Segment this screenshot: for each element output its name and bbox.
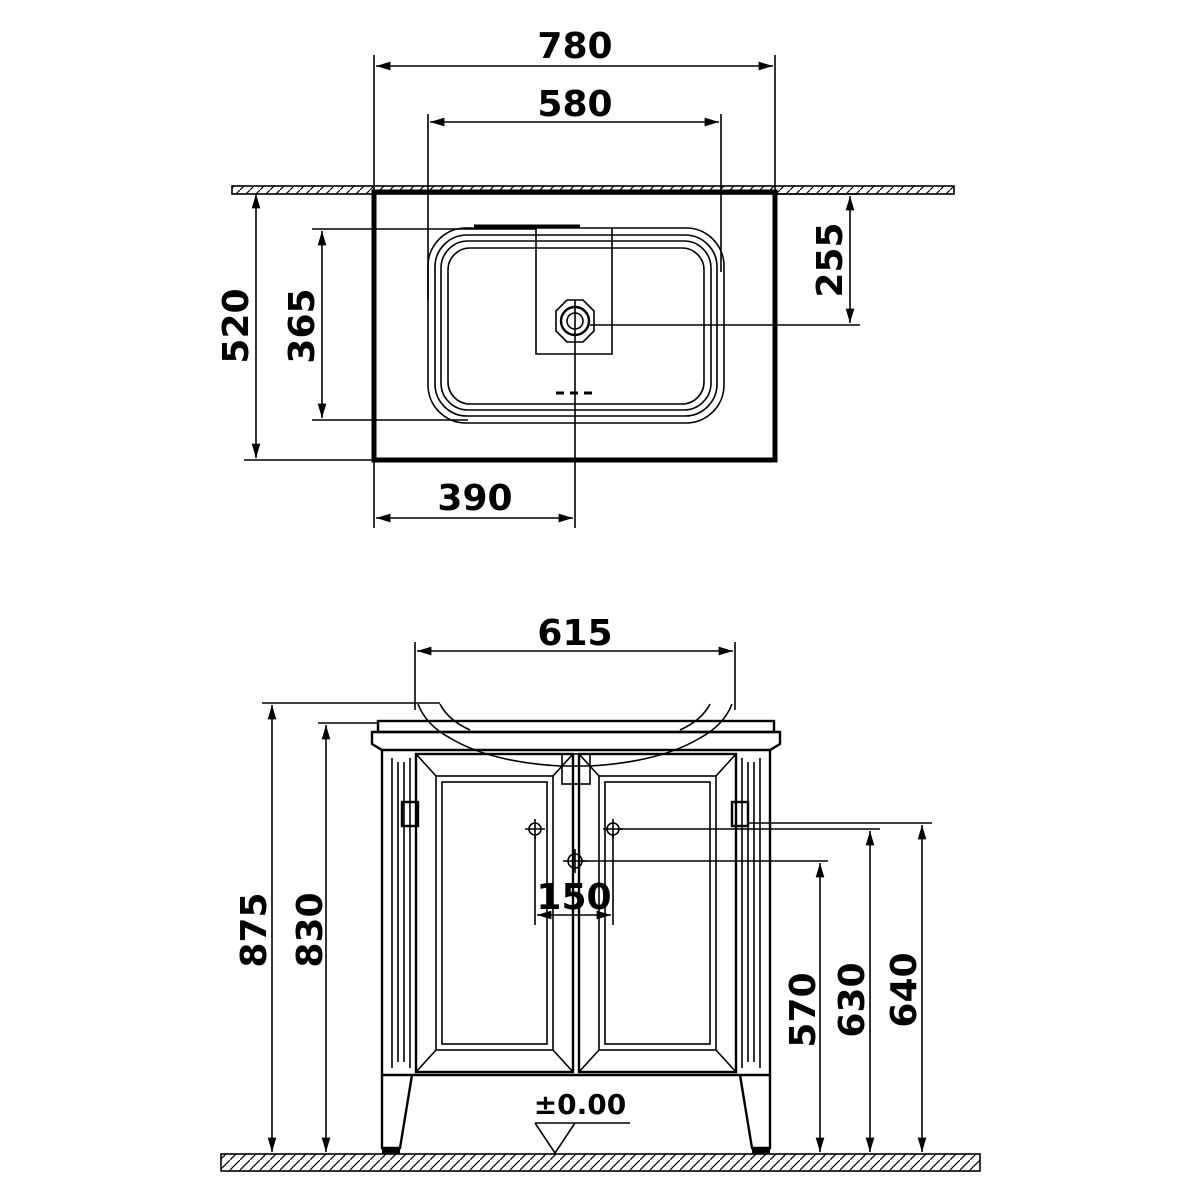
floor-line bbox=[220, 1153, 981, 1172]
dim-drain-from-wall-label: 255 bbox=[810, 222, 851, 297]
dim-supply-height: 630 bbox=[620, 828, 880, 1152]
dim-drain-height: 570 bbox=[582, 860, 828, 1152]
tap-plate bbox=[535, 228, 613, 355]
dim-counter-height-label: 830 bbox=[290, 892, 331, 967]
cabinet-legs bbox=[380, 1074, 772, 1154]
dim-overall-depth-label: 520 bbox=[216, 288, 257, 363]
dim-basin-top-width-label: 615 bbox=[537, 613, 612, 654]
front-view: 615 875 830 150 570 bbox=[220, 613, 981, 1172]
dim-pipe-spacing-label: 150 bbox=[536, 877, 611, 918]
dim-drain-from-wall: 255 bbox=[590, 193, 860, 326]
dim-drain-from-side-label: 390 bbox=[437, 478, 512, 519]
dim-basin-width: 580 bbox=[427, 84, 722, 300]
dim-basin-depth-label: 365 bbox=[282, 288, 323, 363]
dim-drain-from-side: 390 bbox=[373, 300, 576, 528]
dim-counter-height: 830 bbox=[290, 722, 378, 1152]
dim-basin-width-label: 580 bbox=[537, 84, 612, 125]
dim-total-height-label: 875 bbox=[234, 892, 275, 967]
floor-level-label: ±0.00 bbox=[534, 1088, 627, 1121]
dim-basin-top-width: 615 bbox=[414, 613, 736, 710]
dim-basin-depth: 365 bbox=[282, 228, 536, 421]
top-view: 780 580 520 365 255 bbox=[216, 26, 955, 528]
dim-pipe-spacing: 150 bbox=[534, 835, 614, 925]
dim-bracket-height: 640 bbox=[748, 822, 932, 1152]
dim-overall-width-label: 780 bbox=[537, 26, 612, 67]
dim-overall-depth: 520 bbox=[216, 194, 374, 461]
basin-front-profile bbox=[417, 703, 733, 767]
dim-supply-height-label: 630 bbox=[832, 962, 873, 1037]
dim-overall-width: 780 bbox=[373, 26, 776, 192]
dim-total-height: 875 bbox=[234, 702, 440, 1152]
dim-drain-height-label: 570 bbox=[783, 972, 824, 1047]
cabinet-body bbox=[380, 750, 772, 1077]
floor-level-marker: ±0.00 bbox=[534, 1088, 630, 1155]
dim-bracket-height-label: 640 bbox=[884, 952, 925, 1027]
